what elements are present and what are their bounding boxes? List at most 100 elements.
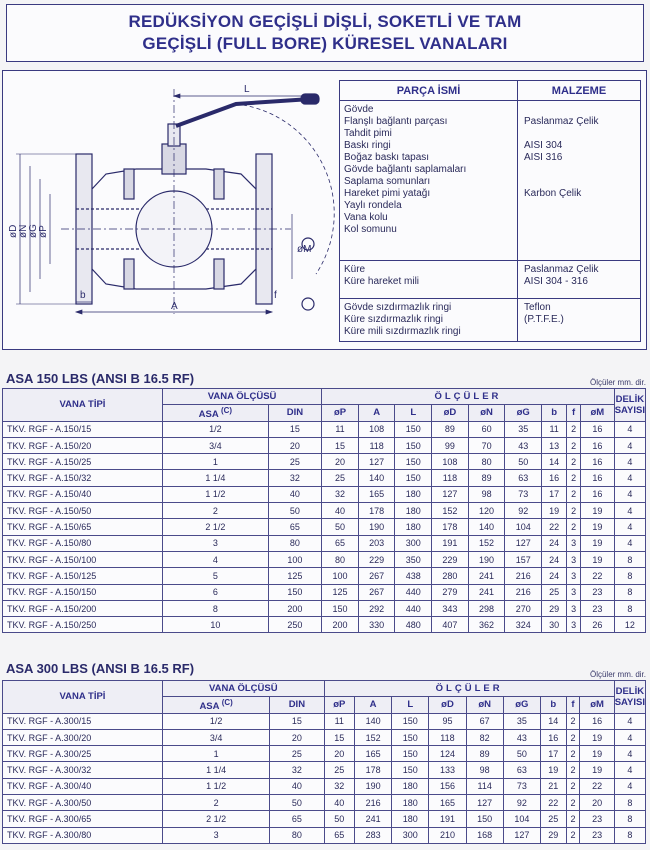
table-cell: 16: [579, 453, 615, 471]
table-cell: 216: [354, 794, 393, 812]
table-cell: 120: [467, 502, 506, 520]
label-f: f: [274, 290, 277, 301]
table-cell: 279: [431, 583, 469, 601]
header-din: DIN: [269, 696, 325, 714]
header-sayisi: SAYISI: [614, 404, 645, 416]
table-cell: 140: [357, 469, 396, 487]
part-material: AISI 304 - 316: [524, 276, 588, 287]
table-cell: 20: [579, 794, 615, 812]
table-cell: 324: [504, 616, 543, 634]
table-cell: 23: [579, 810, 615, 828]
valve-technical-drawing: L A b f øD øN øG øP øM: [8, 84, 335, 315]
table-cell: 14: [539, 712, 567, 730]
table-cell: 22: [541, 518, 568, 536]
table-cell: 60: [467, 420, 506, 438]
part-name: Kol somunu: [344, 224, 397, 235]
table-cell: 150: [394, 420, 433, 438]
table-cell: 180: [394, 485, 433, 504]
table-cell: 125: [321, 583, 359, 601]
part-name: Hareket pimi yatağı: [344, 188, 431, 199]
label-A: A: [171, 301, 178, 312]
table-cell: 11: [321, 420, 359, 438]
table-cell: 65: [267, 518, 323, 536]
table-cell: 300: [391, 826, 430, 844]
part-name: Gövde: [344, 104, 374, 115]
parts-group-1-materials: Paslanmaz Çelik AISI 304 AISI 316 Karbon…: [518, 101, 640, 260]
table-cell: 50: [323, 810, 356, 828]
table-cell: 16: [579, 485, 615, 504]
table-cell: 298: [467, 599, 506, 618]
header-col: øP: [321, 404, 359, 422]
table-cell: 8: [162, 599, 269, 618]
table-cell: 65: [323, 826, 356, 844]
part-name: Küre: [344, 264, 366, 275]
table-cell: 191: [431, 534, 469, 552]
table-cell: 150: [394, 453, 433, 471]
table-cell: 25: [541, 583, 568, 601]
table-cell: 4: [613, 436, 647, 455]
table-cell: 50: [267, 502, 323, 520]
vana-tipi-cell: TKV. RGF - A.150/25: [2, 453, 163, 471]
table-cell: 17: [541, 485, 568, 504]
table-cell: 80: [269, 826, 325, 844]
table-cell: 267: [357, 567, 396, 585]
part-name: Küre sızdırmazlık ringi: [344, 314, 443, 325]
header-delik: DELİK: [615, 393, 645, 405]
table300: VANA TİPİ VANA ÖLÇÜSÜ ÖLÇÜLER DELİK SAYI…: [2, 679, 647, 844]
table-cell: 150: [465, 810, 504, 828]
vana-tipi-cell: TKV. RGF - A.300/15: [2, 712, 163, 730]
table-cell: 19: [579, 550, 615, 569]
vana-tipi-cell: TKV. RGF - A.300/40: [2, 777, 163, 796]
table-cell: 89: [467, 469, 506, 487]
table-cell: 40: [323, 794, 356, 812]
table-cell: 114: [465, 777, 504, 796]
table-cell: 35: [502, 712, 541, 730]
table-cell: 63: [504, 469, 543, 487]
table-cell: 15: [323, 728, 356, 747]
table-cell: 480: [394, 616, 433, 634]
table-cell: 127: [465, 794, 504, 812]
table-cell: 32: [321, 485, 359, 504]
table-cell: 19: [579, 728, 615, 747]
table-cell: 165: [428, 794, 467, 812]
table-cell: 178: [431, 518, 469, 536]
table-cell: 3: [566, 616, 581, 634]
table-cell: 11: [541, 420, 568, 438]
table-cell: 3: [566, 583, 581, 601]
part-material: Karbon Çelik: [524, 188, 582, 199]
parts-group-1-names: Gövde Flanşlı bağlantı parçası Tahdit pi…: [340, 101, 518, 260]
table-cell: 4: [613, 712, 647, 730]
table-cell: 1/2: [162, 420, 269, 438]
table-cell: 2: [565, 761, 581, 779]
header-col: øP: [323, 696, 356, 714]
part-name: Gövde bağlantı saplamaları: [344, 164, 467, 175]
table-cell: 67: [465, 712, 504, 730]
table-cell: 80: [267, 534, 323, 552]
table-cell: 127: [502, 826, 541, 844]
table-cell: 2 1/2: [161, 810, 271, 828]
parts-group-3-materials: Teflon (P.T.F.E.): [518, 299, 640, 341]
label-P: øP: [38, 225, 49, 238]
table-cell: 24: [541, 567, 568, 585]
table-cell: 180: [391, 794, 430, 812]
header-vana-tipi: VANA TİPİ: [2, 680, 163, 714]
parts-table-header: PARÇA İSMİ MALZEME: [340, 81, 640, 101]
table-cell: 165: [357, 485, 396, 504]
title-box: REDÜKSİYON GEÇİŞLİ DİŞLİ, SOKETLİ VE TAM…: [6, 4, 644, 62]
header-col: øG: [502, 696, 541, 714]
table-cell: 80: [321, 550, 359, 569]
table-cell: 25: [267, 453, 323, 471]
table-cell: 178: [354, 761, 393, 779]
table-cell: 1 1/2: [161, 777, 271, 796]
header-col: øN: [467, 404, 506, 422]
table-cell: 25: [539, 810, 567, 828]
table-cell: 152: [431, 502, 469, 520]
table-cell: 200: [321, 616, 359, 634]
table-cell: 118: [431, 469, 469, 487]
